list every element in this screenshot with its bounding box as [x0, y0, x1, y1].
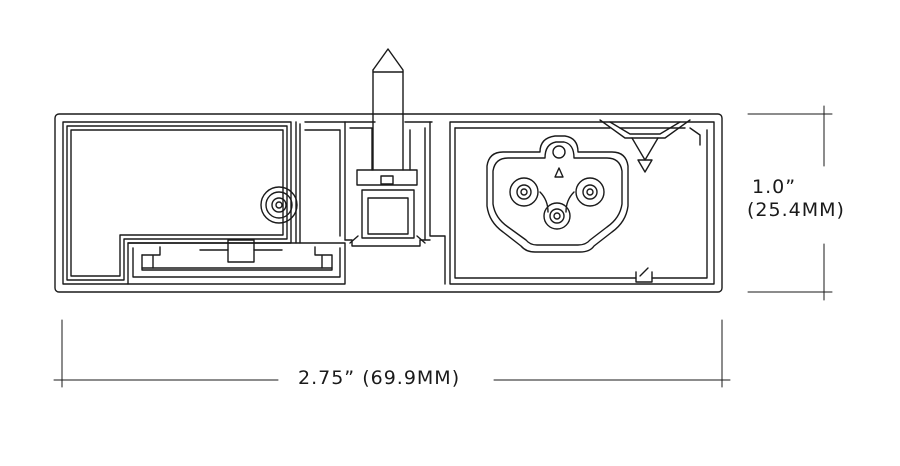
right-compartment [449, 121, 715, 285]
height-inch-label: 1.0” [752, 176, 797, 198]
latch-mechanism [599, 119, 701, 173]
height-dimension [747, 105, 833, 301]
round-button [260, 186, 298, 224]
power-outlet [486, 135, 629, 253]
height-mm-label: (25.4MM) [747, 199, 845, 221]
left-clip-rail [127, 239, 346, 285]
pin-blade [356, 48, 418, 239]
width-label: 2.75” (69.9MM) [298, 367, 461, 389]
housing-outline [54, 113, 723, 293]
width-dimension [53, 319, 731, 388]
center-chassis [304, 121, 446, 285]
